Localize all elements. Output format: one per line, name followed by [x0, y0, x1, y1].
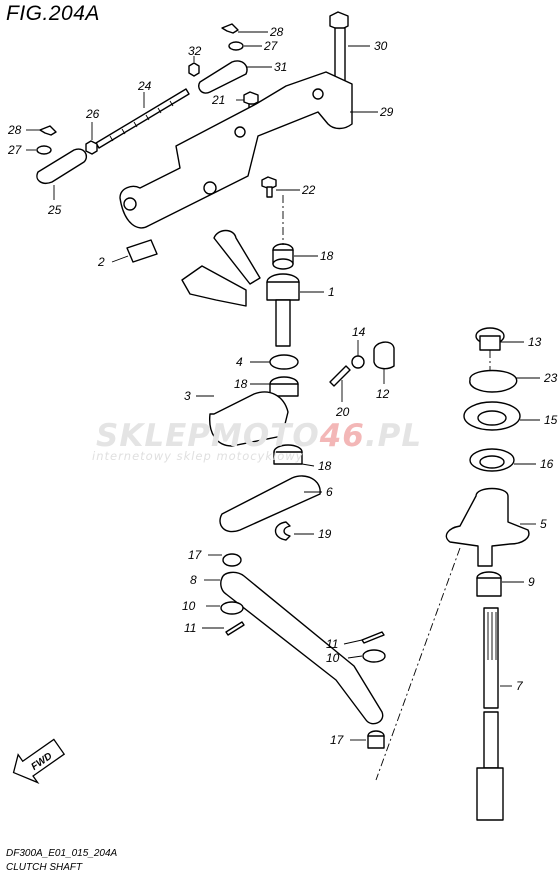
part-6-arm [219, 475, 321, 533]
callout-8: 8 [190, 573, 197, 587]
figure-code: DF300A_E01_015_204A [6, 848, 118, 859]
part-4-washer [269, 354, 299, 370]
callout-6: 6 [326, 485, 333, 499]
callout-28-left: 28 [7, 123, 22, 137]
part-10-washer-upper [220, 601, 244, 615]
part-27-washer-top [228, 41, 244, 51]
part-32-nut [188, 62, 200, 77]
part-7-shaft [476, 607, 504, 821]
part-18-bush-top [272, 243, 294, 270]
callout-3: 3 [184, 389, 191, 403]
leader-lines [26, 31, 540, 741]
part-18-bush-middle [269, 376, 299, 397]
figure-caption: CLUTCH SHAFT [6, 862, 83, 873]
callout-7: 7 [516, 679, 524, 693]
callout-29: 29 [379, 105, 394, 119]
part-31-ball-joint [198, 60, 248, 94]
part-28-clip-left [39, 125, 57, 136]
callout-10-lower: 10 [326, 651, 340, 665]
part-11-pin-upper [225, 621, 245, 636]
callout-24: 24 [137, 79, 152, 93]
callout-11-upper: 11 [184, 621, 196, 635]
part-24-rod [95, 88, 190, 149]
watermark-brand-part1: SKLEPMOTO [96, 418, 320, 454]
part-22-bolt [261, 176, 277, 198]
callout-27-left: 27 [7, 143, 23, 157]
callout-4: 4 [236, 355, 243, 369]
watermark-brand: SKLEPMOTO46.PL [96, 418, 422, 454]
watermark-brand-part3: .PL [364, 418, 423, 454]
callout-10-upper: 10 [182, 599, 196, 613]
part-12-sleeve [373, 341, 395, 370]
part-3-cam [209, 391, 289, 447]
watermark-subtitle: internetowy sklep motocyklowy [92, 449, 304, 463]
watermark-brand-part2: 46 [319, 418, 365, 454]
part-26-nut [85, 140, 98, 155]
callout-31: 31 [274, 60, 287, 74]
figure-title: FIG.204A [6, 2, 100, 25]
part-23-circlip [469, 369, 518, 393]
part-14-ball [351, 355, 365, 369]
callout-26: 26 [85, 107, 100, 121]
part-29-hole-4 [312, 88, 324, 100]
part-5-housing [445, 487, 530, 567]
part-11-pin-lower [361, 631, 385, 644]
callout-2: 2 [97, 255, 105, 269]
part-20-spring [329, 365, 351, 387]
callout-16: 16 [540, 457, 554, 471]
part-25-ball-joint [36, 148, 88, 184]
callout-19: 19 [318, 527, 332, 541]
callout-27-top: 27 [263, 39, 279, 53]
callout-22: 22 [301, 183, 316, 197]
callout-23: 23 [543, 371, 558, 385]
callout-1: 1 [328, 285, 335, 299]
part-15-bearing [463, 401, 521, 431]
callout-25: 25 [47, 203, 62, 217]
part-19-circlip [274, 521, 291, 541]
callout-30: 30 [374, 39, 388, 53]
callout-18-lower: 18 [318, 459, 332, 473]
callout-14: 14 [352, 325, 366, 339]
alignment-line-diagonal [375, 547, 461, 781]
callout-32: 32 [188, 44, 202, 58]
part-27-washer-left [36, 145, 52, 155]
part-17-bush-upper [222, 553, 242, 567]
callout-17-upper: 17 [188, 548, 203, 562]
part-16-seal [469, 448, 515, 472]
part-8-link-rod [220, 571, 384, 725]
part-29-hole-1 [234, 126, 246, 138]
part-29-hole-2 [203, 181, 217, 195]
part-1-shift-lever [181, 229, 300, 347]
part-10-washer-lower [362, 649, 386, 663]
part-13-plug [475, 327, 505, 351]
part-28-clip-top [221, 23, 239, 34]
callout-15: 15 [544, 413, 558, 427]
fwd-arrow-icon: FWD [12, 738, 66, 784]
part-18-bush-lower [273, 444, 303, 465]
callout-13: 13 [528, 335, 542, 349]
callout-5: 5 [540, 517, 547, 531]
part-30-bolt [329, 11, 349, 83]
callout-28-top: 28 [269, 25, 284, 39]
callout-21: 21 [211, 93, 225, 107]
callout-18-middle: 18 [234, 377, 248, 391]
callout-11-lower: 11 [326, 637, 338, 651]
part-17-bush-lower [367, 730, 385, 749]
callout-9: 9 [528, 575, 535, 589]
part-2-clip [126, 239, 158, 263]
callout-17-lower: 17 [330, 733, 345, 747]
part-29-bracket [119, 71, 353, 229]
part-9-bush [476, 571, 502, 597]
part-29-hole-3 [123, 197, 137, 211]
callout-12: 12 [376, 387, 390, 401]
callout-20: 20 [335, 405, 350, 419]
callout-18-top: 18 [320, 249, 334, 263]
